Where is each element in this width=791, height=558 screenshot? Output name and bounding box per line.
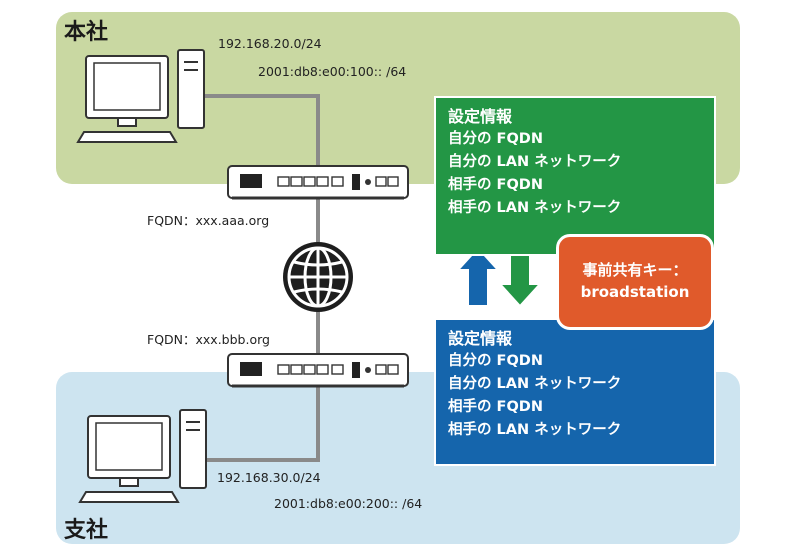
psk-box: 事前共有キー： broadstation xyxy=(556,234,714,330)
hq-settings-item: 自分の FQDN xyxy=(448,131,543,147)
branch-router-icon xyxy=(227,353,409,388)
globe-icon xyxy=(283,242,353,312)
branch-ipv4-text: 192.168.30.0/24 xyxy=(217,470,321,485)
hq-label: 本社 xyxy=(64,20,109,45)
branch-settings-item: 相手の LAN ネットワーク xyxy=(448,422,622,438)
hq-router-icon xyxy=(227,165,409,200)
branch-settings-item: 相手の FQDN xyxy=(448,399,543,415)
hq-ipv6-text: 2001:db8:e00:100:: /64 xyxy=(258,64,407,79)
exchange-arrows xyxy=(455,246,543,308)
branch-label: 支社 xyxy=(64,518,109,543)
connection-lines xyxy=(196,94,320,462)
hq-lan-line xyxy=(196,94,320,170)
branch-settings-item: 自分の FQDN xyxy=(448,353,543,369)
arrow-up-icon xyxy=(455,246,501,307)
branch-settings-item: 自分の LAN ネットワーク xyxy=(448,376,622,392)
branch-settings-panel: 設定情報 自分の FQDN 自分の LAN ネットワーク 相手の FQDN 相手… xyxy=(434,318,716,466)
branch-ipv6-text: 2001:db8:e00:200:: /64 xyxy=(274,496,423,511)
branch-pc-icon xyxy=(78,409,207,503)
psk-value: broadstation xyxy=(580,283,690,301)
hq-settings-item: 自分の LAN ネットワーク xyxy=(448,154,622,170)
hq-settings-panel: 設定情報 自分の FQDN 自分の LAN ネットワーク 相手の FQDN 相手… xyxy=(434,96,716,256)
hq-fqdn-text: FQDN：xxx.aaa.org xyxy=(147,213,270,228)
hq-ipv4-text: 192.168.20.0/24 xyxy=(218,36,322,51)
hq-settings-item: 相手の FQDN xyxy=(448,177,543,193)
hq-pc-icon xyxy=(76,49,205,143)
hq-settings-item: 相手の LAN ネットワーク xyxy=(448,200,622,216)
branch-settings-title: 設定情報 xyxy=(448,329,513,348)
arrow-down-icon xyxy=(497,253,543,308)
branch-fqdn-text: FQDN：xxx.bbb.org xyxy=(147,332,270,347)
hq-settings-title: 設定情報 xyxy=(448,107,513,126)
psk-label: 事前共有キー： xyxy=(582,261,688,279)
branch-lan-line xyxy=(198,384,320,462)
